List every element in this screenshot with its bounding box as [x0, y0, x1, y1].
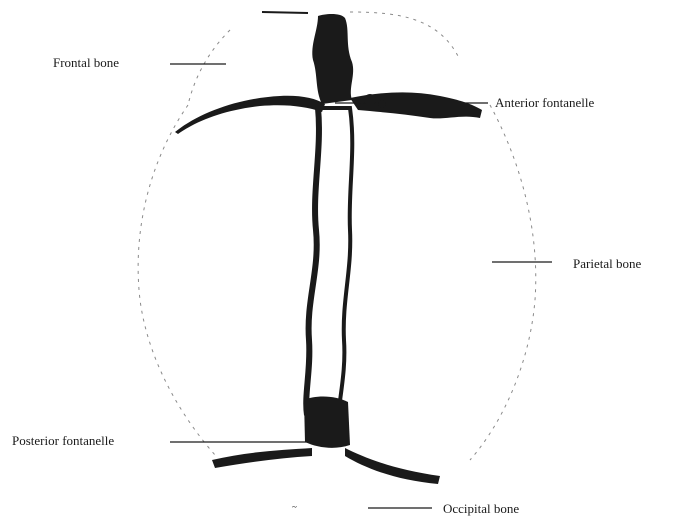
label-occipital-bone: Occipital bone	[443, 502, 519, 515]
bottom-mark: ~	[292, 502, 297, 512]
label-posterior-fontanelle: Posterior fontanelle	[12, 434, 114, 447]
leader-lines	[170, 64, 552, 508]
frontal-suture	[312, 14, 353, 104]
sagittal-suture-fill	[306, 108, 319, 415]
posterior-fontanelle-mark	[304, 396, 350, 447]
label-parietal-bone: Parietal bone	[573, 257, 641, 270]
label-frontal-bone: Frontal bone	[53, 56, 119, 69]
coronal-suture-left	[175, 96, 325, 134]
label-anterior-fontanelle: Anterior fontanelle	[495, 96, 594, 109]
lambdoid-suture-right	[345, 448, 440, 484]
lambdoid-suture-left	[212, 448, 312, 468]
top-mark	[262, 12, 308, 13]
